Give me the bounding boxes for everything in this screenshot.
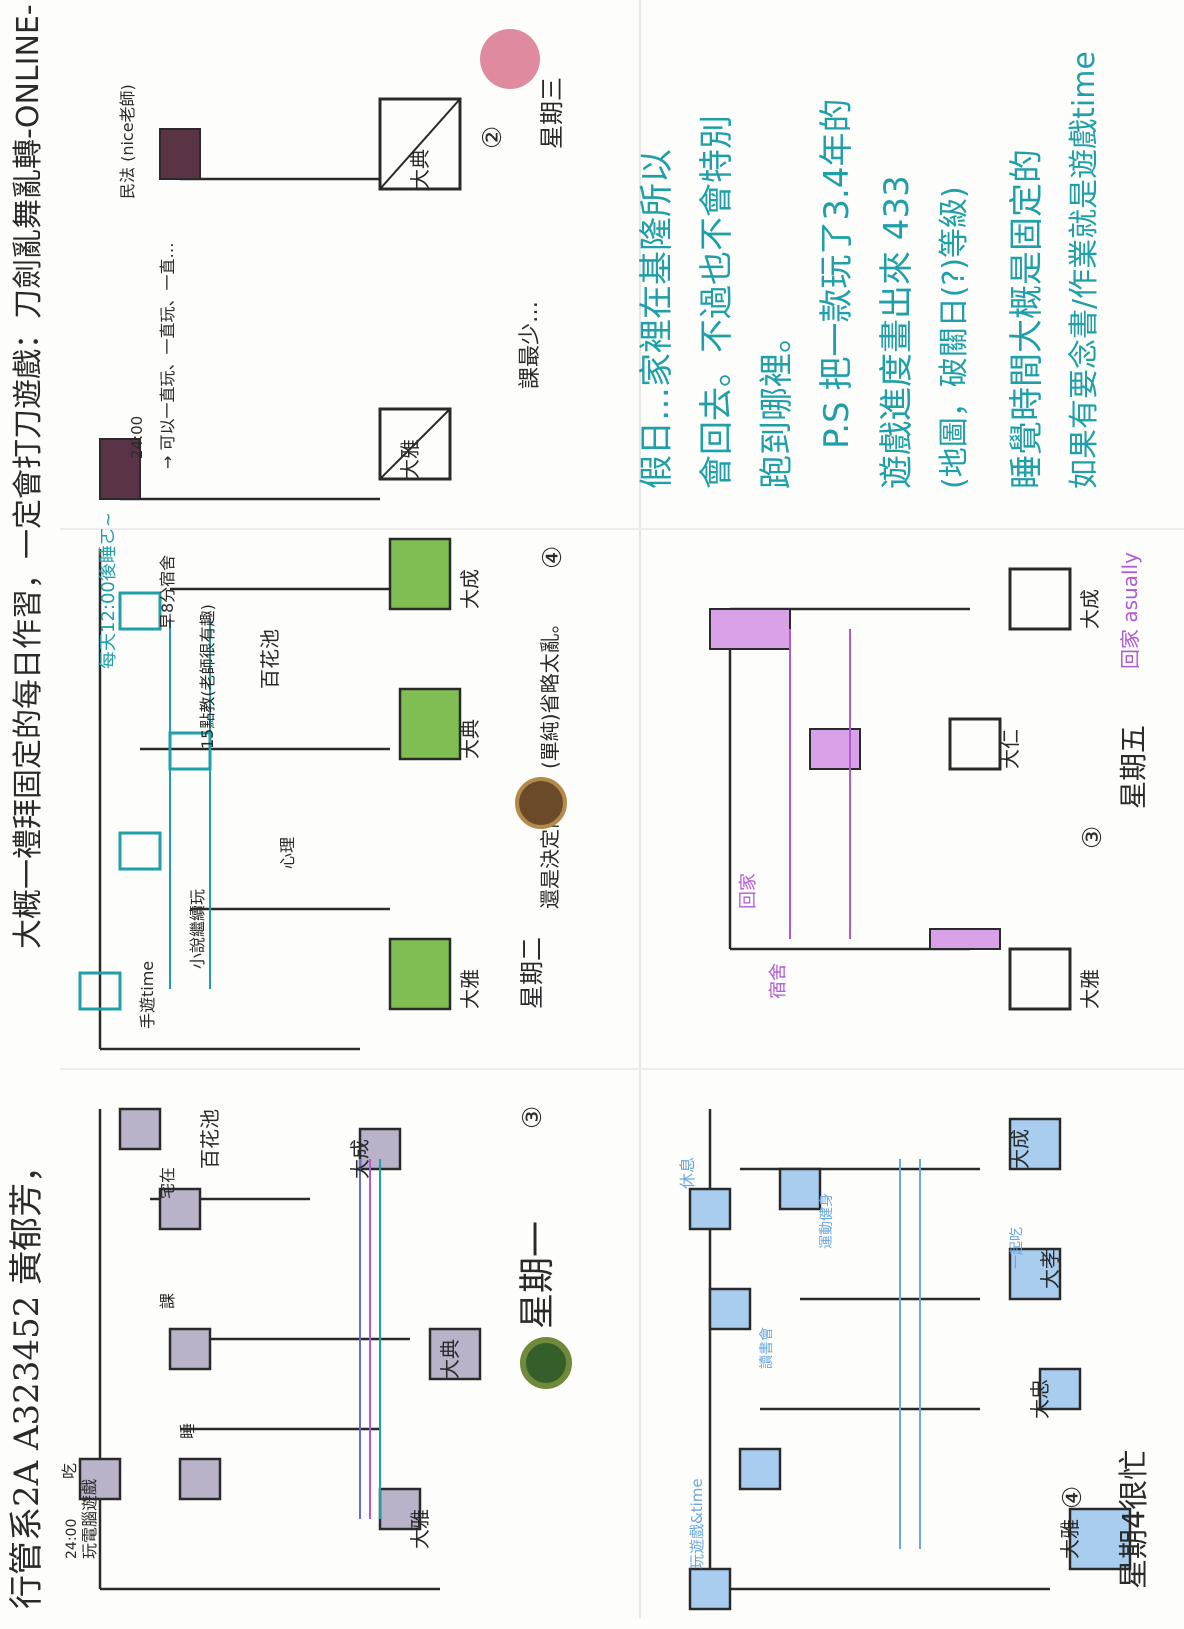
wednesday-building-dadian: 大典 xyxy=(410,149,430,189)
tuesday-note-novel: 小說繼續玩 xyxy=(190,889,206,969)
tuesday-note-game: 手遊time xyxy=(140,961,156,1029)
monday-circle-num: ③ xyxy=(520,1106,546,1129)
friday-circle-num: ③ xyxy=(1080,826,1106,849)
wednesday-note-law: 民法 (nice老師) xyxy=(120,84,136,199)
footer-line-5: 遊戲進度畫出來 433 xyxy=(880,175,914,489)
footer-line-6: (地圖，破關日(?)等級) xyxy=(940,186,970,489)
tuesday-building-daya: 大雅 xyxy=(460,969,480,1009)
tuesday-building-dacheng: 大成 xyxy=(460,569,480,609)
thursday-day-label: 星期4很忙 xyxy=(1120,1450,1150,1589)
wednesday-note-play: → 可以一直玩、一直玩、一直… xyxy=(160,243,176,470)
monday-note-game: 玩電腦遊戲 xyxy=(82,1479,98,1559)
footer-line-7: 睡覺時間大概是固定的 xyxy=(1010,149,1044,489)
friday-note-dorm: 宿舍 xyxy=(770,963,788,999)
tuesday-note-dorm: 早8分宿舍 xyxy=(160,555,176,629)
thursday-note-game: 玩遊戲&time xyxy=(690,1478,705,1569)
friday-building-daren: 大仁 xyxy=(1000,729,1020,769)
tuesday-building-dadian: 大典 xyxy=(460,719,480,759)
tuesday-note: 還是決定簡化，(單純)省略太亂。 xyxy=(540,613,560,909)
thursday-circle-num: ④ xyxy=(1060,1486,1086,1509)
thursday-note-exercise: 運動健身 xyxy=(820,1193,834,1249)
thursday-note-eat: 一起吃 xyxy=(1010,1227,1024,1269)
thursday-building-dazhong: 大忠 xyxy=(1030,1379,1050,1419)
footer-line-2: 會回去。不過也不會特別 xyxy=(700,115,734,489)
monday-day-label: 星期一 xyxy=(520,1221,556,1329)
tuesday-circle-num: ④ xyxy=(540,546,566,569)
thursday-note-rest: 休息 xyxy=(680,1157,696,1189)
footer-line-3: 跑到哪裡。 xyxy=(760,319,794,489)
friday-note: 回家 asually xyxy=(1120,552,1140,669)
monday-building-dadian: 大典 xyxy=(440,1339,460,1379)
tuesday-note-top: 每天12:00後睡ㄛ~ xyxy=(100,512,118,669)
monday-building-daya: 大雅 xyxy=(410,1509,430,1549)
monday-note-sleep: 睡 xyxy=(180,1423,196,1439)
wednesday-note: 課最少… xyxy=(520,301,542,389)
tuesday-note-class: 15點教(老師很有趣) xyxy=(200,604,216,749)
monday-note-pond: 百花池 xyxy=(200,1109,220,1169)
friday-drawing xyxy=(650,529,1184,1069)
friday-note-home: 回家 xyxy=(740,873,758,909)
tuesday-day-label: 星期二 xyxy=(520,937,544,1009)
monday-sticker xyxy=(520,1337,572,1389)
tuesday-sticker xyxy=(515,777,567,829)
friday-building-dacheng: 大成 xyxy=(1080,589,1100,629)
monday-time-1: 24:00 xyxy=(65,1519,79,1559)
wednesday-circle-num: ② xyxy=(480,126,506,149)
tuesday-note-pond: 百花池 xyxy=(260,629,280,689)
wednesday-time-1: 24:00 xyxy=(130,416,145,459)
footer-line-1: 假日…家裡在基隆所以 xyxy=(640,149,674,489)
footer-line-4: P.S 把一款玩了3.4年的 xyxy=(820,99,854,449)
footer-line-8: 如果有要念書/作業就是遊戲time xyxy=(1070,51,1100,489)
thursday-building-daxiao: 大孝 xyxy=(1040,1249,1060,1289)
wednesday-day-label: 星期三 xyxy=(540,77,564,149)
wednesday-sticker xyxy=(480,29,540,89)
thursday-drawing xyxy=(650,1069,1184,1629)
friday-day-label: 星期五 xyxy=(1120,725,1148,809)
monday-building-dacheng: 大成 xyxy=(350,1139,370,1179)
monday-note-class: 課 xyxy=(160,1293,176,1309)
thursday-building-dacheng: 大成 xyxy=(1010,1129,1030,1169)
tuesday-note-psych: 心理 xyxy=(280,837,296,869)
monday-note-hangout: 宅在 xyxy=(160,1167,176,1199)
wednesday-building-daya: 大雅 xyxy=(400,439,420,479)
monday-note-eat: 吃 xyxy=(62,1463,78,1479)
friday-building-daya: 大雅 xyxy=(1080,969,1100,1009)
thursday-building-daya: 大雅 xyxy=(1060,1519,1080,1559)
thursday-note-study: 讀書會 xyxy=(760,1327,774,1369)
